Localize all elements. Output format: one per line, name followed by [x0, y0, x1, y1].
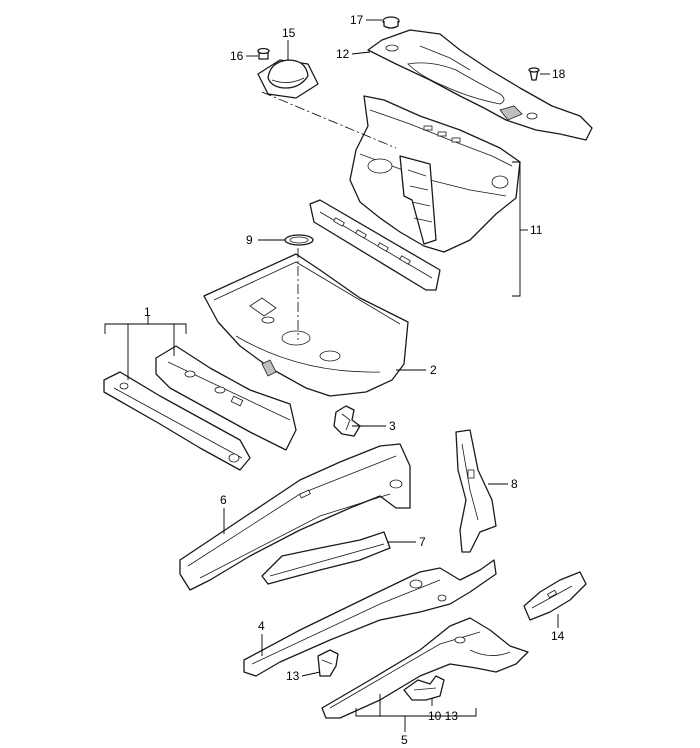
callout-5: 5: [401, 733, 408, 747]
part-10-13-plate[interactable]: [403, 675, 445, 701]
callout-7: 7: [419, 535, 426, 549]
part-5-rear-longitudinal[interactable]: [321, 617, 529, 719]
callout-10-13: 10 13: [428, 709, 458, 723]
part-1-outer-rail[interactable]: [103, 371, 251, 471]
callout-16: 16: [230, 49, 244, 63]
part-7-bracket[interactable]: [261, 531, 391, 585]
callout-2: 2: [430, 363, 437, 377]
callout-13: 13: [286, 669, 300, 683]
part-8-pillar[interactable]: [455, 429, 497, 553]
callout-15: 15: [282, 26, 296, 40]
callout-labels: 1 2 3 4 5 6 7 8 9 10 13 11 12 13 14 15 1…: [144, 13, 566, 747]
part-11-cross-member[interactable]: [309, 199, 441, 291]
callout-6: 6: [220, 493, 227, 507]
callout-1: 1: [144, 305, 151, 319]
part-3-bracket[interactable]: [333, 405, 361, 437]
part-18-fastener[interactable]: [528, 67, 540, 81]
callout-9: 9: [246, 233, 253, 247]
part-11-bulkhead[interactable]: [349, 95, 521, 253]
part-16-clip[interactable]: [257, 47, 270, 60]
part-15-dome-cover[interactable]: [257, 59, 319, 99]
part-12-rear-panel-upper[interactable]: [367, 29, 593, 141]
callout-14: 14: [551, 629, 565, 643]
part-9-seal-ring[interactable]: [284, 234, 314, 246]
part-17-plug[interactable]: [382, 16, 400, 29]
part-6-longitudinal-member[interactable]: [179, 443, 411, 591]
leader-lines: [104, 19, 559, 732]
callout-3: 3: [389, 419, 396, 433]
part-4-sill[interactable]: [243, 559, 497, 677]
callout-17: 17: [350, 13, 364, 27]
callout-4: 4: [258, 619, 265, 633]
callout-12: 12: [336, 47, 350, 61]
callout-11: 11: [530, 223, 543, 237]
part-2-floor-pan[interactable]: [203, 253, 409, 397]
part-1-inner-rail[interactable]: [155, 345, 297, 451]
callout-18: 18: [552, 67, 566, 81]
part-13-bracket[interactable]: [317, 649, 339, 677]
callout-8: 8: [511, 477, 518, 491]
part-14-gusset[interactable]: [523, 571, 587, 621]
